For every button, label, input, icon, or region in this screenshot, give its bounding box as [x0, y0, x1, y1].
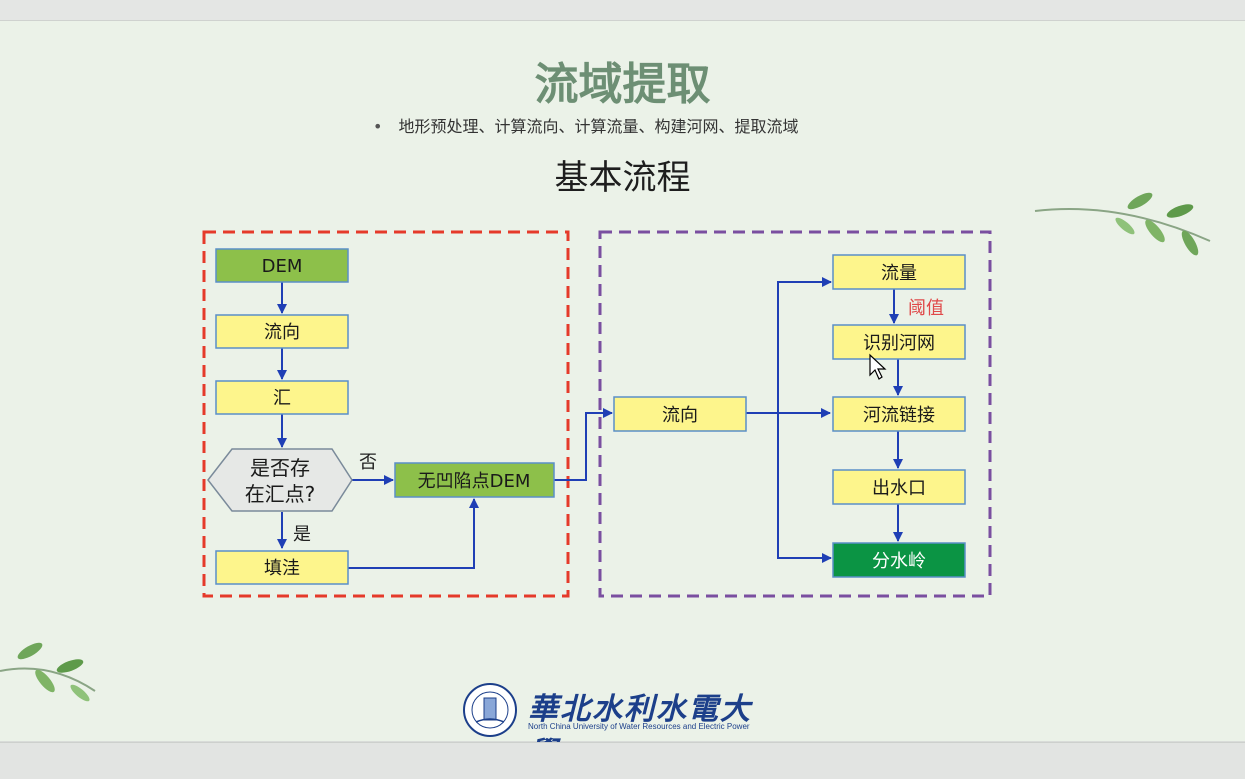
- node-flow-direction-2: 流向: [613, 396, 747, 432]
- slide: [0, 21, 1245, 741]
- node-decision-line1: 是否存: [250, 456, 310, 480]
- node-flow-direction-1: 流向: [215, 314, 349, 349]
- node-fill: 填洼: [215, 550, 349, 585]
- node-sink: 汇: [215, 380, 349, 415]
- node-stream-link-label: 河流链接: [863, 405, 935, 426]
- university-seal-icon: [463, 683, 517, 737]
- edge-label-no: 否: [359, 452, 377, 473]
- node-watershed: 分水岭: [832, 542, 966, 578]
- university-logo: 華北水利水電大學 North China University of Water…: [462, 682, 782, 771]
- node-dem: DEM: [215, 248, 349, 283]
- edge-fill-nosink: [348, 498, 479, 569]
- node-river-network: 识别河网: [832, 324, 966, 360]
- university-english-name: North China University of Water Resource…: [528, 722, 750, 731]
- node-flow-accumulation: 流量: [832, 254, 966, 290]
- node-no-sink-dem: 无凹陷点DEM: [394, 462, 555, 498]
- leaf-decoration-right: [1034, 192, 1211, 256]
- node-dem-label: DEM: [262, 256, 303, 277]
- node-watershed-label: 分水岭: [872, 551, 926, 572]
- node-river-network-label: 识别河网: [863, 333, 935, 354]
- node-flow-direction-2-label: 流向: [662, 405, 698, 426]
- window-bottom-strip: [0, 742, 1245, 779]
- mouse-cursor-icon: [869, 353, 887, 380]
- node-outlet: 出水口: [832, 469, 966, 505]
- node-decision: 是否存 在汇点?: [207, 448, 353, 512]
- edge-flowdir2-flowacc: [777, 277, 832, 413]
- slide-title: 流域提取: [534, 59, 711, 110]
- node-stream-link: 河流链接: [832, 396, 966, 432]
- edge-flowdir2-watershed: [777, 413, 832, 563]
- node-fill-label: 填洼: [264, 558, 300, 579]
- node-decision-line2: 在汇点?: [245, 482, 316, 506]
- bullet-dot-icon: •: [373, 117, 383, 136]
- node-outlet-label: 出水口: [872, 478, 926, 499]
- bullet-item: • 地形预处理、计算流向、计算流量、构建河网、提取流域: [373, 113, 798, 137]
- leaf-decoration-left: [0, 642, 96, 702]
- network-group-box: [598, 230, 992, 598]
- window-top-strip: [0, 0, 1245, 21]
- slide-subtitle: 基本流程: [554, 158, 691, 198]
- bullet-text: 地形预处理、计算流向、计算流量、构建河网、提取流域: [398, 117, 799, 136]
- node-flow-accumulation-label: 流量: [881, 263, 917, 284]
- node-flow-direction-1-label: 流向: [264, 322, 300, 343]
- preprocess-group-box: [202, 230, 570, 598]
- edge-label-threshold: 阈值: [908, 298, 944, 319]
- node-no-sink-dem-label: 无凹陷点DEM: [418, 471, 531, 492]
- edge-label-yes: 是: [293, 524, 311, 545]
- node-sink-label: 汇: [273, 388, 291, 409]
- edge-nosink-flowdir2: [554, 408, 613, 481]
